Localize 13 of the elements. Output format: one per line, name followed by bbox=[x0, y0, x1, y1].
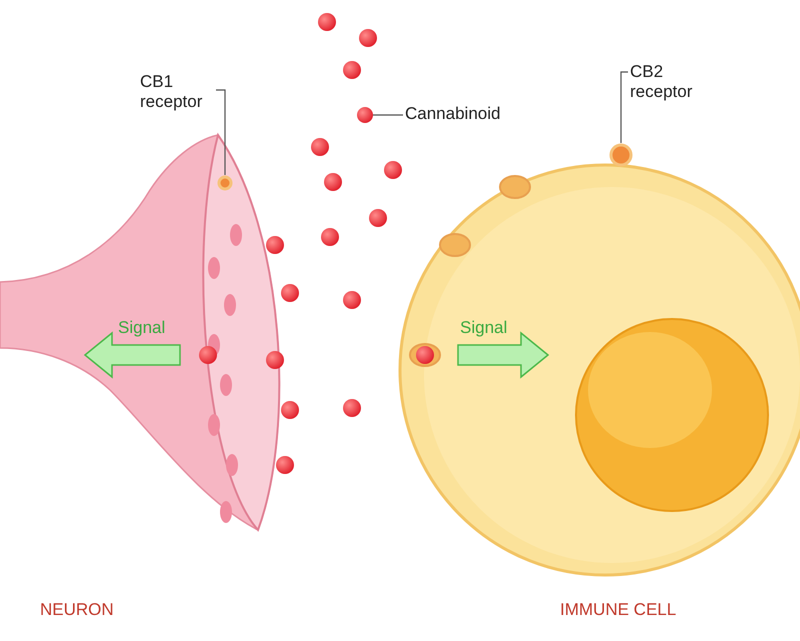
leader-line bbox=[216, 89, 226, 175]
cell-label: IMMUNE CELL bbox=[560, 600, 676, 620]
callout-label: CB2 receptor bbox=[630, 62, 720, 102]
leader-line bbox=[620, 71, 628, 143]
receptor-dot bbox=[218, 176, 232, 190]
signal-label: Signal bbox=[460, 318, 508, 338]
callout-label: CB1 receptor bbox=[140, 72, 220, 112]
leader-line bbox=[372, 114, 403, 116]
receptor-dot bbox=[610, 144, 632, 166]
molecule-dot bbox=[357, 107, 373, 123]
cell-label: NEURON bbox=[40, 600, 114, 620]
callout-label: Cannabinoid bbox=[405, 104, 525, 124]
signal-label: Signal bbox=[118, 318, 166, 338]
